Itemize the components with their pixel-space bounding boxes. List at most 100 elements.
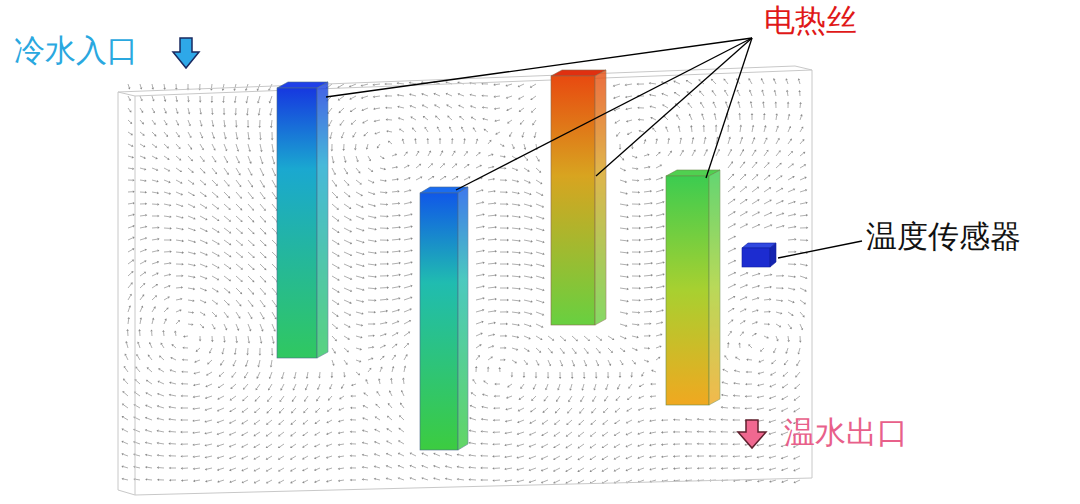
flow-arrowhead [172,344,174,346]
flow-arrowhead [410,105,412,107]
flow-arrow [536,252,543,254]
flow-arrowhead [366,148,369,150]
flow-arrowhead [661,321,663,324]
flow-arrow [762,348,765,350]
flow-arrow [404,321,409,324]
flow-arrow [787,348,788,352]
flow-arrow [488,191,494,193]
flow-arrowhead [733,296,735,298]
flow-arrow [476,287,483,289]
flow-arrowhead [619,148,622,150]
flow-arrowhead [199,340,202,342]
flow-arrowhead [792,176,794,178]
flow-arrowhead [126,329,129,331]
flow-arrowhead [792,301,794,303]
flow-arrowhead [394,355,396,357]
flow-arrow [164,84,166,88]
flow-arrow [176,168,180,171]
flow-arrowhead [248,341,251,343]
flow-arrow [620,156,623,159]
flow-arrowhead [145,237,147,239]
flow-arrow [355,144,357,148]
flow-arrowhead [359,360,361,362]
flow-arrow [596,360,598,365]
flow-arrowhead [237,329,239,331]
flow-arrowhead [412,127,414,129]
flow-arrow [651,95,656,96]
flow-arrow [500,192,506,193]
flow-arrowhead [249,329,252,331]
flow-arrowhead [240,208,242,210]
flow-arrow [128,249,133,252]
flow-arrow [411,95,416,96]
flow-arrowhead [767,162,769,164]
flow-arrowhead [794,238,796,241]
flow-arrow [260,204,265,209]
flow-arrowhead [387,286,389,289]
flow-arrow [740,321,744,324]
flow-arrowhead [663,249,665,252]
flow-arrow [380,334,385,336]
flow-arrowhead [626,204,628,207]
flow-arrow [164,309,167,312]
flow-arrowhead [794,263,796,266]
flow-arrowhead [199,101,202,103]
flow-arrow [620,240,627,242]
flow-arrow [748,359,752,360]
flow-arrowhead [362,289,364,292]
flow-arrow [656,226,663,228]
flow-arrowhead [639,239,641,242]
flow-arrowhead [201,136,203,138]
flow-arrow [332,168,335,173]
flow-arrow [476,190,482,192]
flow-arrowhead [386,298,388,301]
flow-arrowhead [786,90,789,92]
flow-arrowhead [388,141,390,143]
flow-arrow [800,264,806,265]
flow-arrowhead [213,327,215,329]
flow-arrow [644,215,651,217]
flow-arrowhead [240,292,242,294]
flow-arrow [209,360,212,363]
flow-arrowhead [463,138,466,140]
flow-arrow [236,228,241,233]
flow-arrow [272,168,275,174]
flow-arrow [608,360,610,364]
flow-arrow [488,179,493,181]
flow-arrow [644,203,651,205]
flow-arrow [512,360,515,362]
flow-arrow [436,106,440,109]
flow-arrowhead [483,261,485,264]
flow-arrowhead [252,208,254,210]
flow-arrow [152,285,156,288]
flow-arrow [762,80,764,84]
flow-arrow [764,164,768,168]
flow-arrowhead [615,121,617,123]
flow-arrow [788,324,791,328]
flow-arrowhead [373,108,375,111]
flow-arrowhead [386,310,388,313]
flow-arrowhead [167,146,169,148]
flow-arrow [788,202,794,204]
flow-arrow [788,300,793,302]
flow-arrow [212,252,218,255]
flow-arrow [675,82,680,84]
flow-arrow [500,228,507,229]
flow-arrow [176,275,182,276]
flow-arrowhead [735,357,737,359]
flow-arrowhead [170,216,172,219]
flow-arrow [740,200,746,204]
flow-arrowhead [222,352,225,354]
flow-arrow [332,204,337,209]
flow-arrow [800,215,806,217]
flow-arrowhead [639,215,641,218]
flow-arrowhead [470,105,472,107]
flow-arrow [728,285,734,288]
flow-arrowhead [260,342,263,344]
flow-arrow [164,286,169,288]
flow-arrowhead [541,326,543,328]
flow-arrowhead [140,87,143,89]
flow-arrowhead [410,117,412,119]
flow-arrowhead [745,186,747,188]
flow-arrowhead [801,127,803,129]
